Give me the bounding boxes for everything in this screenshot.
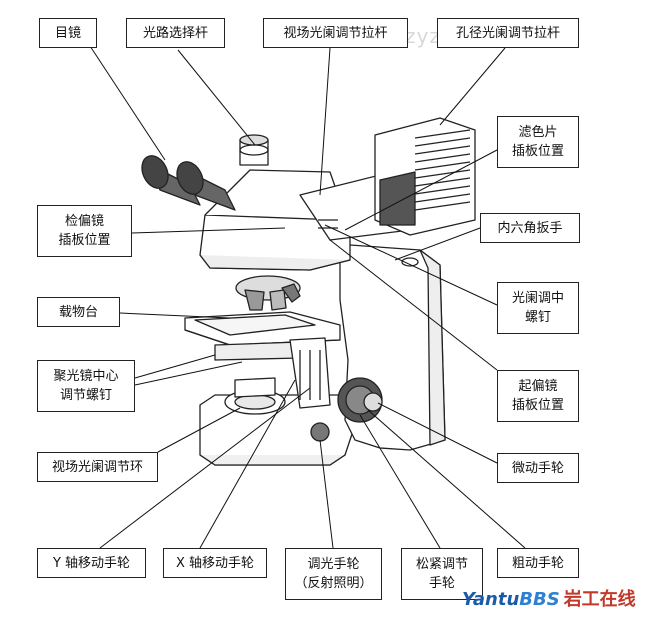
- label-tension-knob: 松紧调节 手轮: [401, 548, 483, 600]
- label-polarizer-slot: 起偏镜 插板位置: [497, 370, 579, 422]
- label-diaphragm-center-screw: 光阑调中 螺钉: [497, 282, 579, 334]
- light-knob: [310, 422, 330, 442]
- label-condenser-center-screw: 聚光镜中心 调节螺钉: [37, 360, 135, 412]
- label-y-axis-knob: Y 轴移动手轮: [37, 548, 146, 578]
- label-stage: 载物台: [37, 297, 120, 327]
- label-path-selector: 光路选择杆: [126, 18, 225, 48]
- label-analyzer-slot: 检偏镜 插板位置: [37, 205, 132, 257]
- label-field-diaphragm-ring: 视场光阑调节环: [37, 452, 158, 482]
- label-light-knob: 调光手轮 （反射照明）: [285, 548, 382, 600]
- leader-lines: [89, 45, 526, 549]
- label-eyepiece: 目镜: [39, 18, 97, 48]
- label-fine-focus: 微动手轮: [497, 453, 579, 483]
- label-coarse-focus: 粗动手轮: [497, 548, 579, 578]
- label-field-diaphragm-pull: 视场光阑调节拉杆: [263, 18, 408, 48]
- eyepiece-left: [141, 155, 201, 206]
- eyepiece-right: [176, 161, 236, 211]
- logo-part2: BBS: [519, 589, 560, 610]
- condenser: [214, 341, 301, 361]
- logo-part3: 岩工在线: [563, 589, 636, 610]
- label-hex-wrench: 内六角扳手: [480, 213, 580, 243]
- label-filter-slot: 滤色片 插板位置: [497, 116, 579, 168]
- logo-part1: Yantu: [462, 589, 520, 610]
- fine-focus-knob: [363, 392, 383, 412]
- label-aperture-diaphragm-pull: 孔径光阑调节拉杆: [437, 18, 579, 48]
- label-x-axis-knob: X 轴移动手轮: [163, 548, 267, 578]
